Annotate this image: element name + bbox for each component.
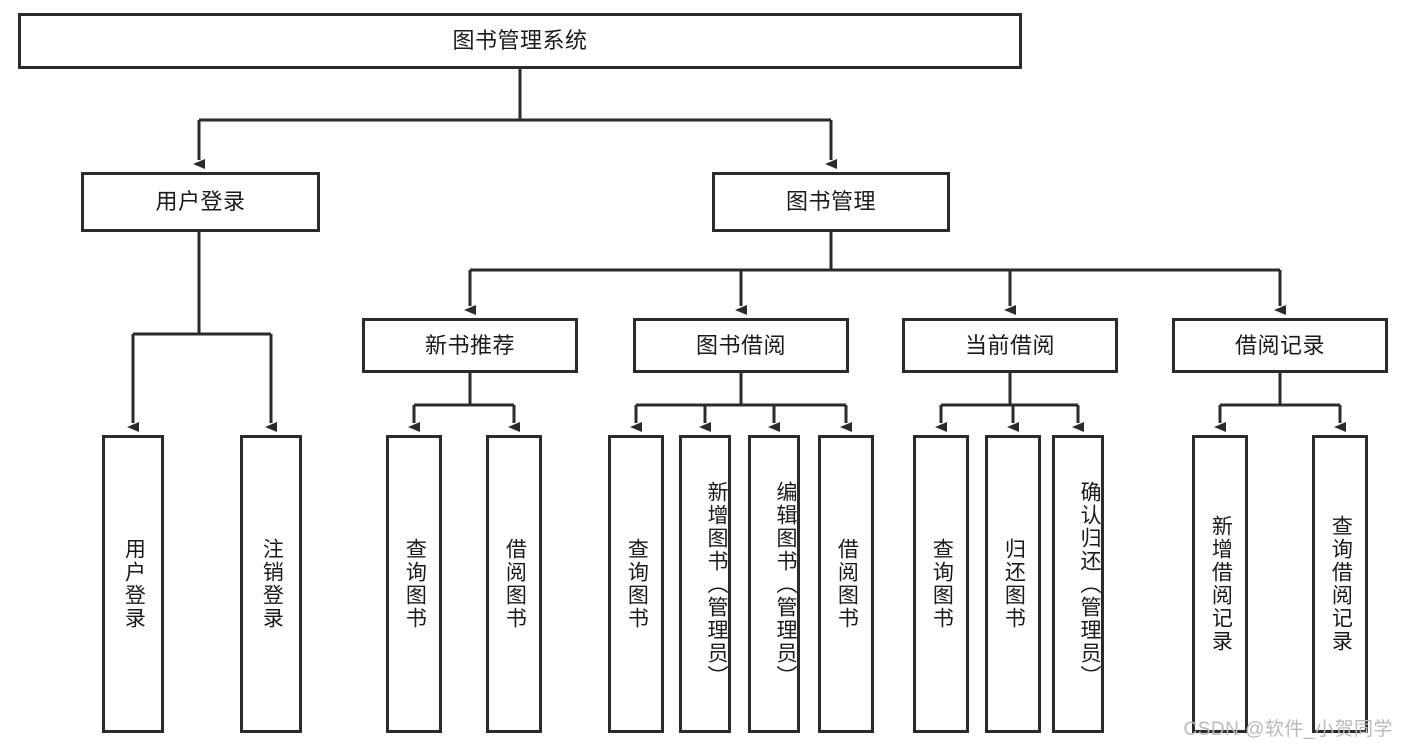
node-label: 借阅记录 [1234, 332, 1325, 358]
node-label: 查询图书 [403, 538, 427, 630]
node-user-logout-leaf[interactable]: 注销登录 [240, 435, 302, 733]
node-label: 查询图书 [930, 538, 954, 630]
csdn-watermark: CSDN @软件_小贺同学 [1183, 719, 1393, 740]
node-label: 归还图书 [1002, 538, 1026, 630]
node-label: 借阅图书 [503, 538, 527, 630]
node-add-book-admin[interactable]: 新增图书（管理员） [679, 435, 731, 733]
node-label: 确认归还（管理员） [1078, 480, 1101, 688]
node-edit-book-admin[interactable]: 编辑图书（管理员） [748, 435, 800, 733]
node-query-book-1[interactable]: 查询图书 [386, 435, 442, 733]
node-new-book-recommendation[interactable]: 新书推荐 [362, 318, 578, 373]
node-return-book[interactable]: 归还图书 [985, 435, 1041, 733]
node-label: 当前借阅 [964, 332, 1055, 358]
node-label: 图书管理系统 [452, 28, 588, 54]
node-label: 查询借阅记录 [1329, 515, 1353, 653]
node-label: 注销登录 [260, 538, 284, 630]
node-label: 用户登录 [122, 538, 146, 630]
node-query-book-3[interactable]: 查询图书 [913, 435, 969, 733]
node-label: 新增借阅记录 [1209, 515, 1233, 653]
node-query-book-2[interactable]: 查询图书 [608, 435, 664, 733]
node-label: 用户登录 [155, 189, 246, 215]
node-current-borrowing[interactable]: 当前借阅 [902, 318, 1118, 373]
node-root-book-management-system[interactable]: 图书管理系统 [18, 13, 1022, 69]
node-borrow-book-2[interactable]: 借阅图书 [818, 435, 874, 733]
node-add-borrow-record[interactable]: 新增借阅记录 [1192, 435, 1248, 733]
node-book-management[interactable]: 图书管理 [712, 172, 950, 232]
node-label: 图书管理 [785, 189, 876, 215]
node-book-borrowing[interactable]: 图书借阅 [633, 318, 849, 373]
node-label: 新书推荐 [424, 332, 515, 358]
node-label: 编辑图书（管理员） [774, 480, 797, 688]
node-borrow-records[interactable]: 借阅记录 [1172, 318, 1388, 373]
node-query-borrow-record[interactable]: 查询借阅记录 [1312, 435, 1368, 733]
node-user-login[interactable]: 用户登录 [81, 172, 320, 232]
node-label: 新增图书（管理员） [705, 480, 728, 688]
node-borrow-book-1[interactable]: 借阅图书 [486, 435, 542, 733]
node-label: 查询图书 [625, 538, 649, 630]
node-label: 图书借阅 [695, 332, 786, 358]
node-label: 借阅图书 [835, 538, 859, 630]
node-confirm-return-admin[interactable]: 确认归还（管理员） [1052, 435, 1104, 733]
node-user-login-leaf[interactable]: 用户登录 [102, 435, 164, 733]
